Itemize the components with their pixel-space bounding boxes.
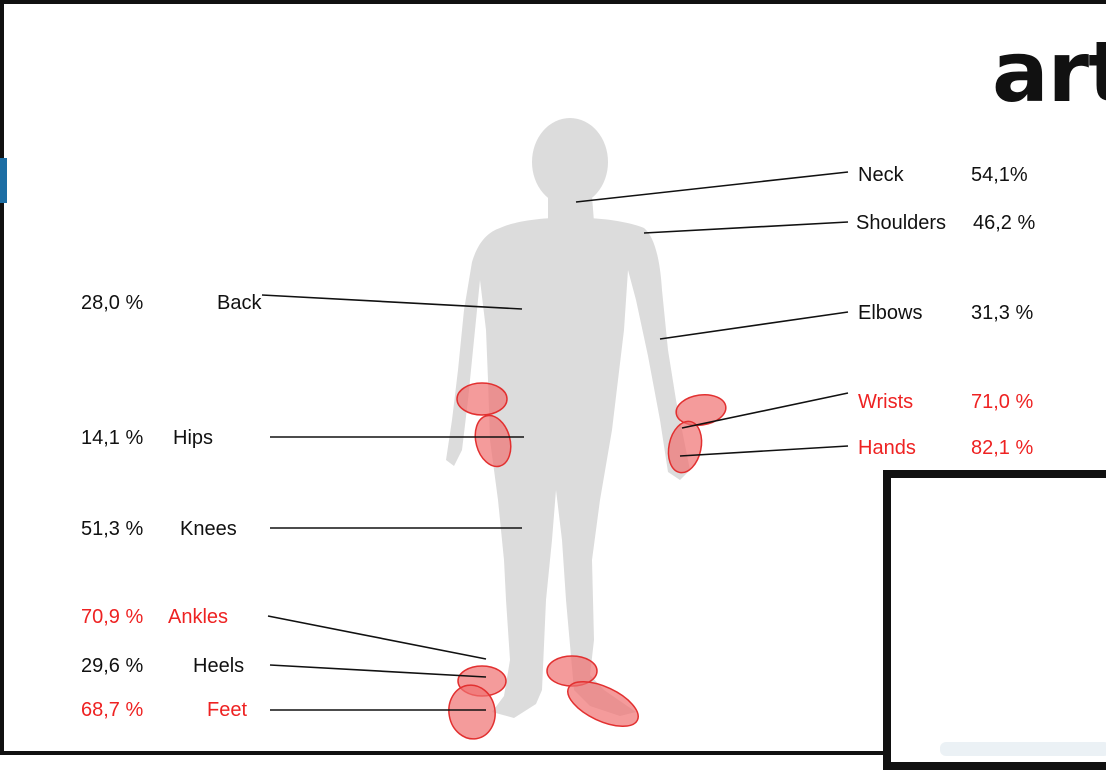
label-heels-name: Heels <box>193 655 244 677</box>
label-feet-name: Feet <box>207 699 247 721</box>
label-neck-name: Neck <box>858 164 905 186</box>
label-wrists-name: Wrists <box>858 391 913 413</box>
leader-hands <box>680 446 848 456</box>
label-neck-value: 54,1% <box>971 164 1028 186</box>
label-shoulders-name: Shoulders <box>856 212 946 234</box>
label-hips-name: Hips <box>173 427 213 449</box>
label-elbows-value: 31,3 % <box>971 302 1033 324</box>
label-back-name: Back <box>217 292 262 314</box>
leader-shoulders <box>644 222 848 233</box>
label-knees-value: 51,3 % <box>81 518 143 540</box>
label-heels-value: 29,6 % <box>81 655 143 677</box>
label-back-value: 28,0 % <box>81 292 143 314</box>
label-knees-name: Knees <box>180 518 237 540</box>
leader-ankles <box>268 616 486 659</box>
label-shoulders-value: 46,2 % <box>973 212 1035 234</box>
label-hips-value: 14,1 % <box>81 427 143 449</box>
right-labels: Neck 54,1% Shoulders 46,2 % Elbows 31,3 … <box>856 164 1035 459</box>
left-labels: 28,0 % Back 14,1 % Hips 51,3 % Knees 70,… <box>81 292 262 721</box>
label-hands-name: Hands <box>858 437 916 459</box>
label-ankles-name: Ankles <box>168 606 228 628</box>
label-hands-value: 82,1 % <box>971 437 1033 459</box>
overlapping-panel-edge <box>940 742 1106 756</box>
label-feet-value: 68,7 % <box>81 699 143 721</box>
leader-heels <box>270 665 486 677</box>
overlapping-panel <box>883 470 1106 770</box>
leader-neck <box>576 172 848 202</box>
label-wrists-value: 71,0 % <box>971 391 1033 413</box>
label-ankles-value: 70,9 % <box>81 606 143 628</box>
label-elbows-name: Elbows <box>858 302 922 324</box>
leader-elbows <box>660 312 848 339</box>
marker-left-wrist <box>457 383 507 415</box>
